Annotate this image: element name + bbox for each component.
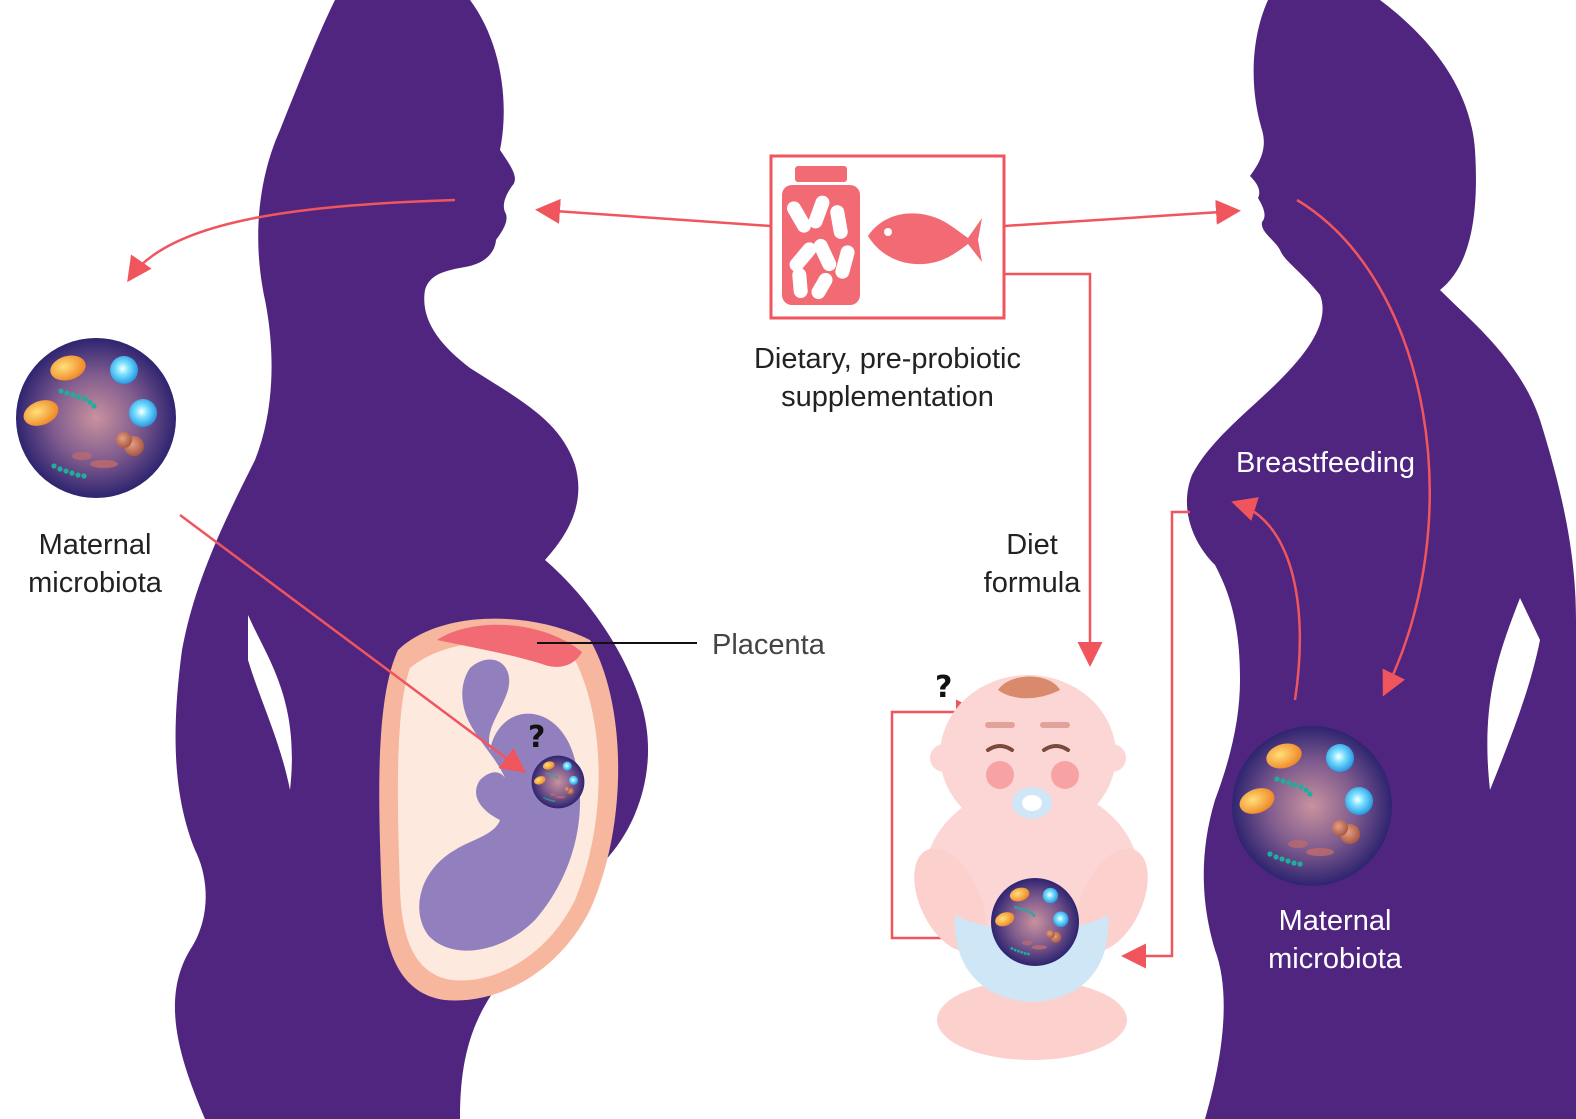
maternal-label-left-line-2: microbiota xyxy=(0,564,190,602)
maternal-microbiota-label-right: Maternal microbiota xyxy=(1230,902,1440,978)
arrow-supplement-to-nursing-mother xyxy=(1004,211,1236,226)
supplement-caption: Dietary, pre-probiotic supplementation xyxy=(700,340,1075,416)
infant-unknown-question-mark: ? xyxy=(935,670,952,705)
diet-formula-line-2: formula xyxy=(962,564,1102,602)
maternal-label-left-line-1: Maternal xyxy=(0,526,190,564)
diet-formula-label: Diet formula xyxy=(962,526,1102,602)
maternal-label-right-line-2: microbiota xyxy=(1230,940,1440,978)
fetal-microbiota-sphere xyxy=(532,756,585,809)
arrow-supplement-to-mother xyxy=(540,210,771,226)
breastfeeding-label-text: Breastfeeding xyxy=(1218,444,1433,482)
diet-formula-line-1: Diet xyxy=(962,526,1102,564)
supplement-caption-line-1: Dietary, pre-probiotic xyxy=(700,340,1075,378)
infant-microbiota-sphere xyxy=(991,878,1079,966)
fetus-unknown-question-mark: ? xyxy=(528,720,545,755)
breastfeeding-label: Breastfeeding xyxy=(1218,444,1433,482)
infant xyxy=(900,675,1163,1060)
maternal-microbiota-label-left: Maternal microbiota xyxy=(0,526,190,602)
pacifier-icon xyxy=(1012,787,1052,819)
supplement-caption-line-2: supplementation xyxy=(700,378,1075,416)
placenta-label-text: Placenta xyxy=(712,626,852,664)
maternal-microbiota-sphere-right xyxy=(1232,726,1392,886)
placenta-label: Placenta xyxy=(712,626,852,664)
maternal-label-right-line-1: Maternal xyxy=(1230,902,1440,940)
arrow-diet-formula-to-infant xyxy=(1004,274,1090,662)
maternal-microbiota-sphere-left xyxy=(16,338,176,498)
pill-bottle-icon xyxy=(782,166,860,305)
